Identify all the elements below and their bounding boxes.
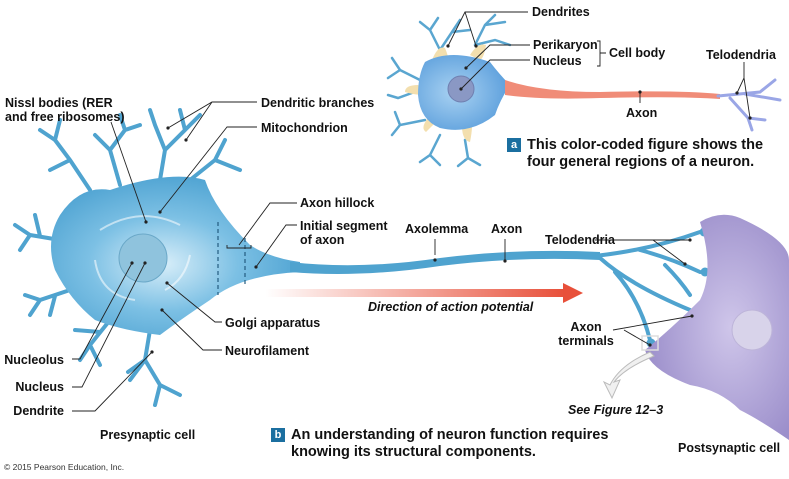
caption-b-line2: knowing its structural components. bbox=[291, 444, 536, 460]
label-axon-a: Axon bbox=[626, 106, 658, 120]
presynaptic-cell-body bbox=[51, 176, 300, 335]
panel-b-presynaptic-neuron bbox=[13, 108, 710, 407]
label-axon-hillock: Axon hillock bbox=[300, 196, 375, 210]
direction-arrow bbox=[265, 283, 583, 303]
see-figure-box bbox=[641, 335, 659, 351]
postsynaptic-cell bbox=[645, 214, 789, 440]
label-postsynaptic-cell: Postsynaptic cell bbox=[678, 441, 781, 455]
presynaptic-dendrites bbox=[13, 108, 242, 407]
panel-a-dendrites bbox=[386, 13, 512, 168]
label-nucleus-b: Nucleus bbox=[15, 380, 64, 394]
label-nucleus-a: Nucleus bbox=[533, 54, 582, 68]
label-presynaptic-cell: Presynaptic cell bbox=[100, 428, 196, 442]
see-figure-arrow bbox=[602, 351, 655, 400]
label-cell-body: Cell body bbox=[609, 46, 666, 60]
label-perikaryon: Perikaryon bbox=[533, 38, 598, 52]
label-axon-terminals-line2: terminals bbox=[558, 334, 614, 348]
label-nissl-line1: Nissl bodies (RER bbox=[5, 96, 113, 110]
panel-b-leader-lines bbox=[72, 101, 693, 412]
copyright-notice: © 2015 Pearson Education, Inc. bbox=[4, 462, 125, 472]
label-mitochondrion: Mitochondrion bbox=[261, 121, 348, 135]
label-axolemma: Axolemma bbox=[405, 222, 469, 236]
label-telodendria-a: Telodendria bbox=[706, 48, 776, 62]
presynaptic-nucleus bbox=[118, 233, 168, 283]
axon-hillock-markers bbox=[217, 222, 246, 295]
caption-a: a This color-coded figure shows the bbox=[507, 137, 763, 154]
panel-a-neuron bbox=[386, 11, 782, 168]
panel-a-leader-lines bbox=[447, 11, 751, 119]
label-see-figure[interactable]: See Figure 12–3 bbox=[568, 403, 664, 417]
badge-b: b bbox=[271, 428, 285, 442]
caption-b: b An understanding of neuron function req… bbox=[271, 427, 608, 444]
label-dendrites-a: Dendrites bbox=[532, 5, 590, 19]
label-golgi-apparatus: Golgi apparatus bbox=[225, 316, 321, 330]
label-dendritic-branches: Dendritic branches bbox=[261, 96, 375, 110]
label-telodendria-b: Telodendria bbox=[545, 233, 615, 247]
caption-b-line1: An understanding of neuron function requ… bbox=[291, 427, 609, 443]
postsynaptic-nucleus bbox=[731, 309, 773, 351]
caption-a-line2: four general regions of a neuron. bbox=[527, 154, 755, 170]
caption-a-line1: This color-coded figure shows the bbox=[527, 137, 764, 153]
badge-a: a bbox=[507, 138, 521, 152]
label-axon-terminals-line1: Axon bbox=[570, 320, 602, 334]
presynaptic-axon bbox=[290, 250, 600, 274]
label-initial-segment-line1: Initial segment bbox=[300, 219, 388, 233]
label-initial-segment-line2: of axon bbox=[300, 233, 345, 247]
panel-b-leader-dots bbox=[130, 126, 694, 354]
panel-a-telodendria bbox=[716, 78, 782, 132]
label-nucleolus: Nucleolus bbox=[4, 353, 64, 367]
nissl-bodies bbox=[94, 215, 191, 301]
label-axon-b: Axon bbox=[491, 222, 523, 236]
label-neurofilament: Neurofilament bbox=[225, 344, 310, 358]
telodendria-branches bbox=[593, 230, 702, 342]
panel-a-axon bbox=[505, 80, 720, 99]
label-nissl-line2: and free ribosomes) bbox=[5, 110, 125, 124]
label-direction-action-potential: Direction of action potential bbox=[368, 300, 534, 314]
label-dendrite: Dendrite bbox=[13, 404, 64, 418]
